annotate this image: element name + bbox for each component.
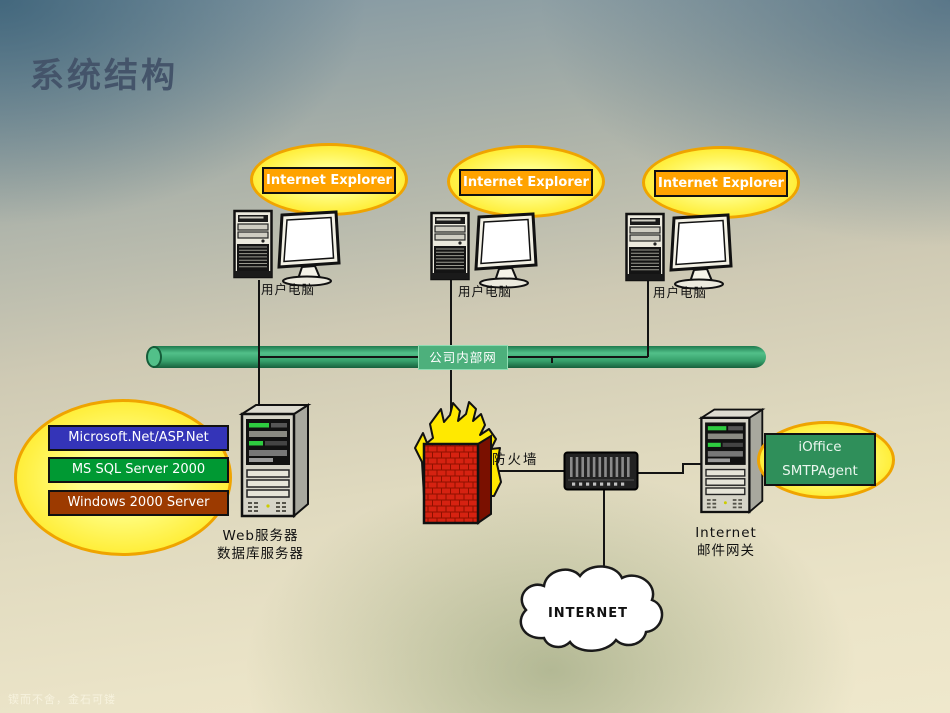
stack-bar-windows: Windows 2000 Server (48, 490, 229, 516)
desktop-computer-icon (624, 210, 736, 290)
client-group-3: Internet Explorer 用户电脑 (632, 146, 802, 306)
desktop-computer-icon (232, 207, 344, 287)
agent-chip-line1: iOffice (798, 439, 842, 455)
stack-bar-dotnet: Microsoft.Net/ASP.Net (48, 425, 229, 451)
mail-gateway-server-icon (694, 404, 766, 524)
agent-chip-line2: SMTPAgent (782, 463, 858, 479)
mail-gateway-label-line2: 邮件网关 (697, 543, 755, 559)
web-stack-bubble: Microsoft.Net/ASP.Net MS SQL Server 2000… (14, 399, 232, 556)
footer-quote: 锲而不舍，金石可镂 (8, 693, 116, 706)
network-switch-icon (563, 451, 639, 491)
internet-explorer-chip: Internet Explorer (262, 167, 396, 194)
web-server-label: Web服务器 数据库服务器 (188, 527, 333, 563)
wire-switch-mailserver (635, 463, 702, 474)
client-group-2: Internet Explorer 用户电脑 (437, 145, 607, 305)
smtp-agent-chip: iOffice SMTPAgent (764, 433, 876, 486)
web-server-label-line2: 数据库服务器 (217, 546, 304, 562)
client-computer-label: 用户电脑 (260, 282, 315, 297)
page-title: 系统结构 (30, 56, 178, 96)
web-server-icon (234, 402, 312, 526)
mail-gateway-label: Internet 邮件网关 (664, 524, 788, 560)
client-computer-label: 用户电脑 (652, 285, 707, 300)
stack-bar-sql: MS SQL Server 2000 (48, 457, 229, 483)
internet-cloud: INTERNET (506, 560, 670, 660)
internet-cloud-label: INTERNET (547, 606, 629, 621)
browser-bubble: Internet Explorer (447, 145, 605, 218)
web-server-label-line1: Web服务器 (222, 528, 299, 544)
firewall-label: 防火墙 (492, 452, 539, 468)
smtp-agent-bubble: iOffice SMTPAgent (757, 421, 895, 499)
browser-bubble: Internet Explorer (642, 146, 800, 219)
intranet-label: 公司内部网 (418, 345, 508, 370)
client-group-1: Internet Explorer 用户电脑 (240, 143, 410, 303)
internet-explorer-chip: Internet Explorer (459, 169, 593, 196)
mail-gateway-label-line1: Internet (695, 525, 757, 541)
browser-bubble: Internet Explorer (250, 143, 408, 216)
desktop-computer-icon (429, 209, 541, 289)
intranet-bus-left-cap (146, 346, 162, 368)
internet-explorer-chip: Internet Explorer (654, 170, 788, 197)
client-computer-label: 用户电脑 (457, 284, 512, 299)
